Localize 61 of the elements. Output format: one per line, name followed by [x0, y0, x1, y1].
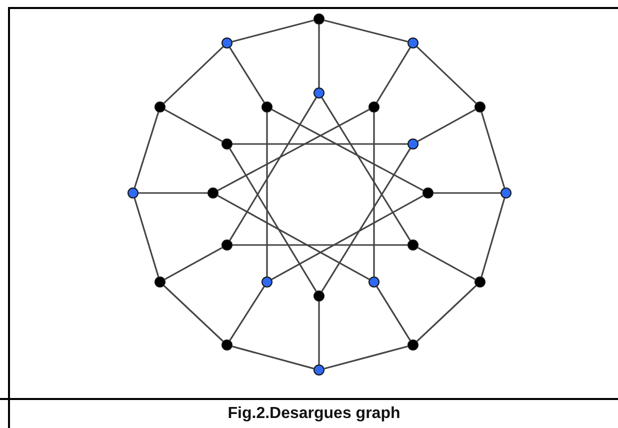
graph-vertex — [474, 102, 486, 112]
graph-edge — [134, 112, 160, 188]
graph-vertex — [408, 340, 418, 350]
graph-edge — [373, 112, 375, 276]
graph-edge — [232, 20, 314, 42]
graph-vertex — [222, 38, 232, 48]
graph-vertex — [222, 340, 232, 350]
graph-vertex — [222, 138, 232, 150]
graph-vertex — [314, 88, 324, 98]
graph-edge — [321, 148, 411, 292]
graph-edge — [163, 46, 224, 104]
graph-edge — [229, 47, 265, 103]
graph-edge — [229, 148, 317, 292]
graph-edge — [229, 97, 317, 241]
graph-vertex — [368, 276, 380, 288]
graph-vertex — [208, 188, 218, 198]
graph-edge — [321, 97, 411, 241]
graph-edge — [417, 246, 476, 280]
graph-edge — [232, 143, 408, 145]
graph-vertex — [128, 188, 138, 198]
figure-caption: Fig.2.Desargues graph — [226, 404, 402, 424]
graph-vertex — [500, 188, 512, 198]
graph-edge — [434, 192, 500, 194]
graph-edge — [163, 285, 224, 342]
graph-edge — [138, 192, 208, 194]
graph-vertex — [154, 276, 166, 288]
graph-vertex — [154, 102, 166, 112]
graph-vertex — [314, 364, 324, 376]
graph-edge — [229, 286, 265, 341]
graph-vertex — [262, 276, 272, 288]
graph-vertex — [314, 14, 324, 24]
graph-edge — [318, 24, 320, 88]
graph-edge — [480, 112, 506, 188]
graph-edge — [134, 198, 160, 277]
graph-edge — [417, 108, 476, 142]
graph-vertex — [222, 240, 232, 250]
graph-edge — [416, 46, 477, 104]
graph-edge — [480, 198, 506, 277]
graph-edge — [164, 108, 223, 142]
graph-edge — [271, 108, 424, 192]
graph-vertex — [474, 276, 486, 288]
graph-edge — [324, 20, 408, 42]
graph-vertex — [262, 102, 272, 112]
graph-edge — [232, 346, 314, 370]
graph-edge — [217, 194, 370, 280]
graph-edge — [376, 286, 411, 341]
graph-edge — [164, 246, 223, 280]
graph-edge — [232, 244, 408, 246]
graph-vertex — [408, 38, 418, 48]
graph-vertex — [368, 102, 380, 112]
graph-vertex — [422, 188, 434, 198]
graph-vertex — [314, 290, 324, 302]
graph-vertex — [408, 138, 418, 150]
graph-edge — [376, 47, 411, 103]
graph-vertex — [408, 240, 418, 250]
graph-edge — [416, 285, 477, 342]
graph-edge — [217, 108, 370, 192]
graph-edge — [324, 346, 408, 370]
graph-edge — [266, 112, 268, 276]
graph-edge — [318, 302, 320, 364]
graph-edge — [271, 194, 424, 280]
